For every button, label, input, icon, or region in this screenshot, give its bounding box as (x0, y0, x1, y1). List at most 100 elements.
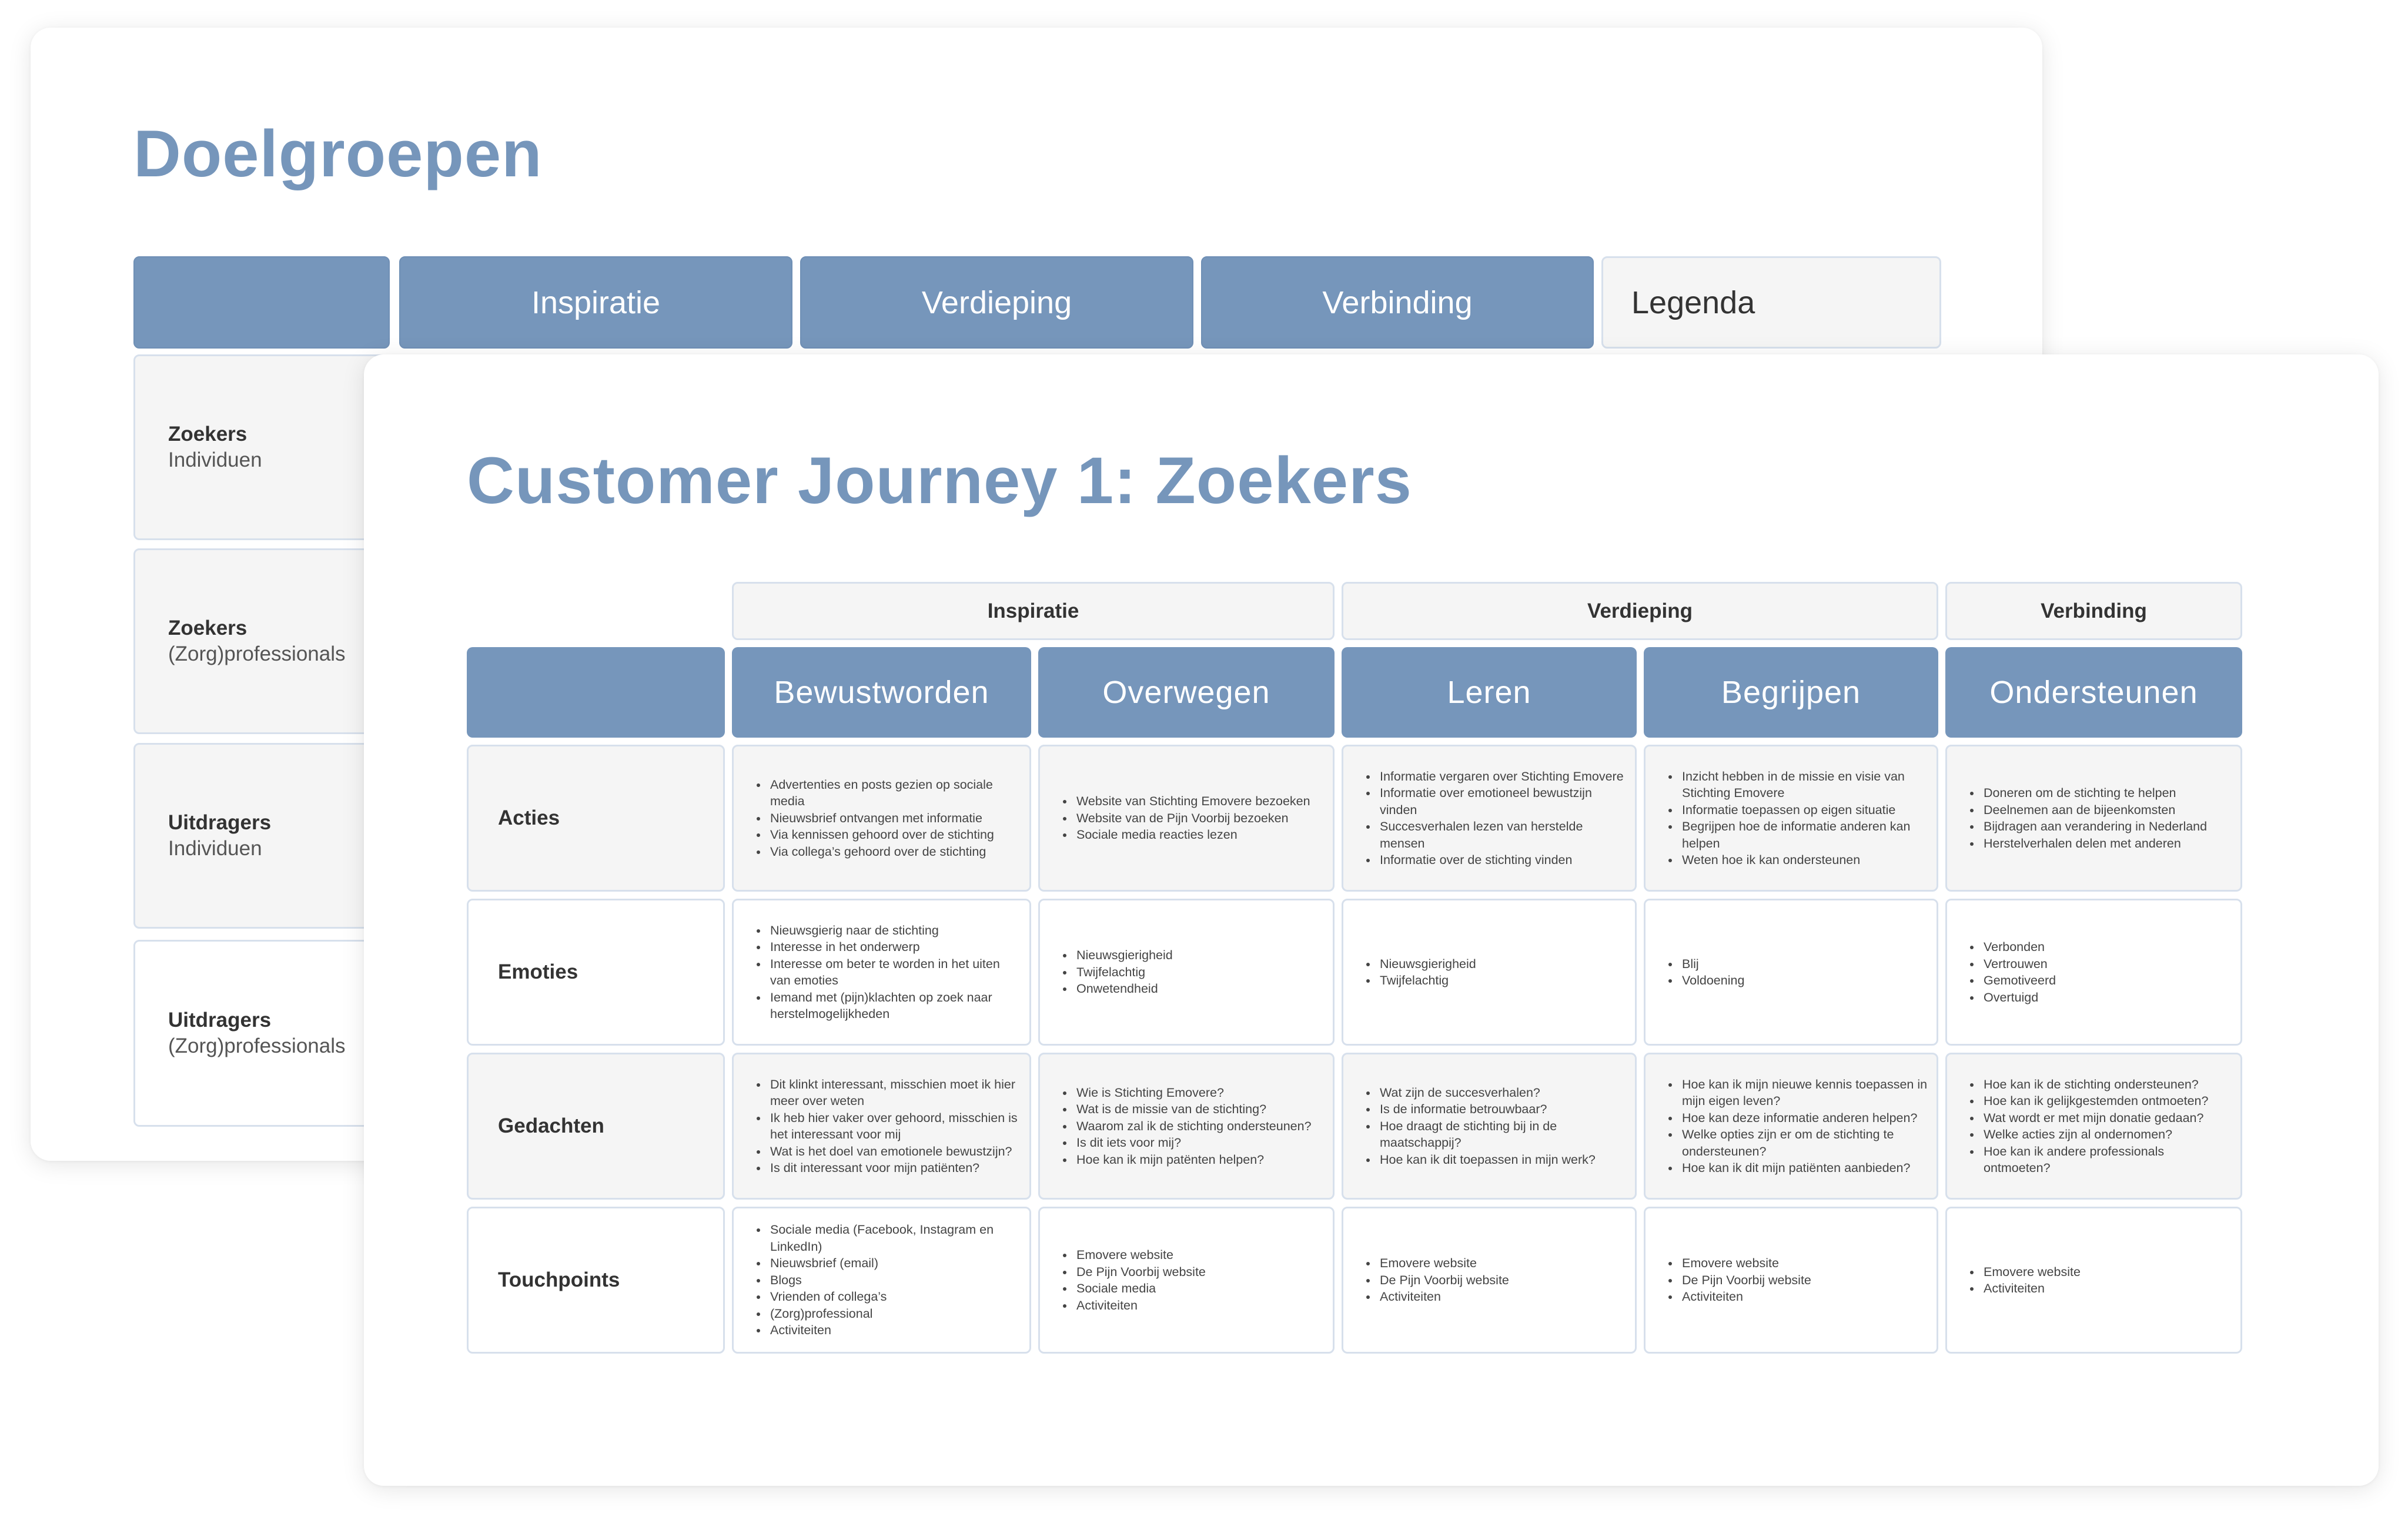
bullet-list: Doneren om de stichting te helpenDeelnem… (1967, 785, 2232, 852)
list-item: Blij (1680, 956, 1928, 973)
list-item: De Pijn Voorbij website (1680, 1272, 1928, 1289)
row-label-touchpoints: Touchpoints (467, 1207, 725, 1354)
journey-cell: Nieuwsgierig naar de stichtingInteresse … (732, 899, 1031, 1046)
list-item: De Pijn Voorbij website (1074, 1264, 1325, 1281)
phase-verdieping: Verdieping (1342, 582, 1938, 640)
list-item: Website van de Pijn Voorbij bezoeken (1074, 810, 1325, 827)
list-item: Sociale media reacties lezen (1074, 826, 1325, 843)
list-item: Wie is Stichting Emovere? (1074, 1084, 1325, 1101)
row-label-gedachten: Gedachten (467, 1053, 725, 1200)
bullet-list: Hoe kan ik de stichting ondersteunen?Hoe… (1967, 1076, 2232, 1177)
row-label-acties: Acties (467, 745, 725, 892)
row-label-emoties: Emoties (467, 899, 725, 1046)
list-item: Emovere website (1981, 1264, 2232, 1281)
stage-overwegen: Overwegen (1038, 647, 1335, 738)
journey-cell: Sociale media (Facebook, Instagram en Li… (732, 1207, 1031, 1354)
bullet-list: Dit klinkt interessant, misschien moet i… (754, 1076, 1021, 1177)
row-name: Uitdragers (168, 1009, 272, 1032)
phase-verbinding: Verbinding (1945, 582, 2242, 640)
slide-title: Customer Journey 1: Zoekers (467, 444, 1412, 517)
list-item: Website van Stichting Emovere bezoeken (1074, 793, 1325, 810)
journey-cell: Emovere websiteActiviteiten (1945, 1207, 2242, 1354)
list-item: Sociale media (1074, 1280, 1325, 1297)
bullet-list: Inzicht hebben in de missie en visie van… (1665, 768, 1928, 869)
list-item: Hoe kan ik de stichting ondersteunen? (1981, 1076, 2232, 1093)
list-item: Twijfelachtig (1074, 964, 1325, 981)
list-item: Hoe kan ik andere professionals ontmoete… (1981, 1143, 2232, 1177)
list-item: Weten hoe ik kan ondersteunen (1680, 852, 1928, 869)
list-item: Activiteiten (768, 1322, 1021, 1339)
journey-cell: NieuwsgierigheidTwijfelachtigOnwetendhei… (1038, 899, 1335, 1046)
journey-cell: Hoe kan ik de stichting ondersteunen?Hoe… (1945, 1053, 2242, 1200)
bullet-list: NieuwsgierigheidTwijfelachtig (1363, 956, 1627, 989)
list-item: Overtuigd (1981, 989, 2232, 1006)
list-item: Emovere website (1680, 1255, 1928, 1272)
journey-cell: Dit klinkt interessant, misschien moet i… (732, 1053, 1031, 1200)
stage-ondersteunen: Ondersteunen (1945, 647, 2242, 738)
list-item: Informatie toepassen op eigen situatie (1680, 802, 1928, 819)
list-item: Emovere website (1377, 1255, 1627, 1272)
list-item: Activiteiten (1981, 1280, 2232, 1297)
list-item: Informatie over de stichting vinden (1377, 852, 1627, 869)
list-item: Deelnemen aan de bijeenkomsten (1981, 802, 2232, 819)
bullet-list: Wie is Stichting Emovere?Wat is de missi… (1060, 1084, 1325, 1168)
row-sub: (Zorg)professionals (168, 642, 346, 665)
list-item: Nieuwsbrief ontvangen met informatie (768, 810, 1021, 827)
list-item: Doneren om de stichting te helpen (1981, 785, 2232, 802)
list-item: De Pijn Voorbij website (1377, 1272, 1627, 1289)
journey-cell: BlijVoldoening (1644, 899, 1938, 1046)
bullet-list: Wat zijn de succesverhalen?Is de informa… (1363, 1084, 1627, 1168)
list-item: Advertenties en posts gezien op sociale … (768, 776, 1021, 810)
row-sub: (Zorg)professionals (168, 1034, 346, 1057)
list-item: Is de informatie betrouwbaar? (1377, 1101, 1627, 1118)
list-item: Twijfelachtig (1377, 972, 1627, 989)
list-item: Inzicht hebben in de missie en visie van… (1680, 768, 1928, 802)
list-item: Welke opties zijn er om de stichting te … (1680, 1126, 1928, 1160)
list-item: Hoe kan ik dit mijn patiënten aanbieden? (1680, 1160, 1928, 1177)
header-verbinding: Verbinding (1201, 256, 1594, 349)
journey-cell: Website van Stichting Emovere bezoekenWe… (1038, 745, 1335, 892)
journey-cell: NieuwsgierigheidTwijfelachtig (1342, 899, 1637, 1046)
list-item: Activiteiten (1074, 1297, 1325, 1314)
list-item: Informatie vergaren over Stichting Emove… (1377, 768, 1627, 785)
list-item: Interesse in het onderwerp (768, 939, 1021, 956)
list-item: Ik heb hier vaker over gehoord, misschie… (768, 1110, 1021, 1143)
journey-cell: Emovere websiteDe Pijn Voorbij websiteAc… (1342, 1207, 1637, 1354)
bullet-list: BlijVoldoening (1665, 956, 1928, 989)
row-name: Zoekers (168, 617, 248, 639)
list-item: Wat wordt er met mijn donatie gedaan? (1981, 1110, 2232, 1127)
journey-cell: Advertenties en posts gezien op sociale … (732, 745, 1031, 892)
header-legenda: Legenda (1601, 256, 1941, 349)
journey-cell: Wat zijn de succesverhalen?Is de informa… (1342, 1053, 1637, 1200)
list-item: Hoe kan ik gelijkgestemden ontmoeten? (1981, 1093, 2232, 1110)
list-item: Wat zijn de succesverhalen? (1377, 1084, 1627, 1101)
row-name: Zoekers (168, 423, 248, 446)
journey-cell: Wie is Stichting Emovere?Wat is de missi… (1038, 1053, 1335, 1200)
phase-spacer (467, 582, 725, 640)
list-item: Waarom zal ik de stichting ondersteunen? (1074, 1118, 1325, 1135)
list-item: Activiteiten (1680, 1288, 1928, 1305)
list-item: Welke acties zijn al ondernomen? (1981, 1126, 2232, 1143)
list-item: Is dit interessant voor mijn patiënten? (768, 1160, 1021, 1177)
list-item: Nieuwsgierig naar de stichting (768, 922, 1021, 939)
bullet-list: Emovere websiteDe Pijn Voorbij websiteAc… (1665, 1255, 1928, 1305)
list-item: Sociale media (Facebook, Instagram en Li… (768, 1221, 1021, 1255)
bullet-list: Sociale media (Facebook, Instagram en Li… (754, 1221, 1021, 1339)
list-item: Gemotiveerd (1981, 972, 2232, 989)
list-item: Via collega’s gehoord over de stichting (768, 843, 1021, 860)
header-inspiratie: Inspiratie (399, 256, 792, 349)
list-item: Voldoening (1680, 972, 1928, 989)
journey-cell: Emovere websiteDe Pijn Voorbij websiteAc… (1644, 1207, 1938, 1354)
list-item: Hoe kan deze informatie anderen helpen? (1680, 1110, 1928, 1127)
list-item: Bijdragen aan verandering in Nederland (1981, 818, 2232, 835)
list-item: Iemand met (pijn)klachten op zoek naar h… (768, 989, 1021, 1023)
bullet-list: Advertenties en posts gezien op sociale … (754, 776, 1021, 860)
phase-inspiratie: Inspiratie (732, 582, 1335, 640)
list-item: Verbonden (1981, 939, 2232, 956)
journey-cell: Inzicht hebben in de missie en visie van… (1644, 745, 1938, 892)
header-empty (133, 256, 390, 349)
list-item: Wat is de missie van de stichting? (1074, 1101, 1325, 1118)
list-item: Nieuwsbrief (email) (768, 1255, 1021, 1272)
bullet-list: Informatie vergaren over Stichting Emove… (1363, 768, 1627, 869)
